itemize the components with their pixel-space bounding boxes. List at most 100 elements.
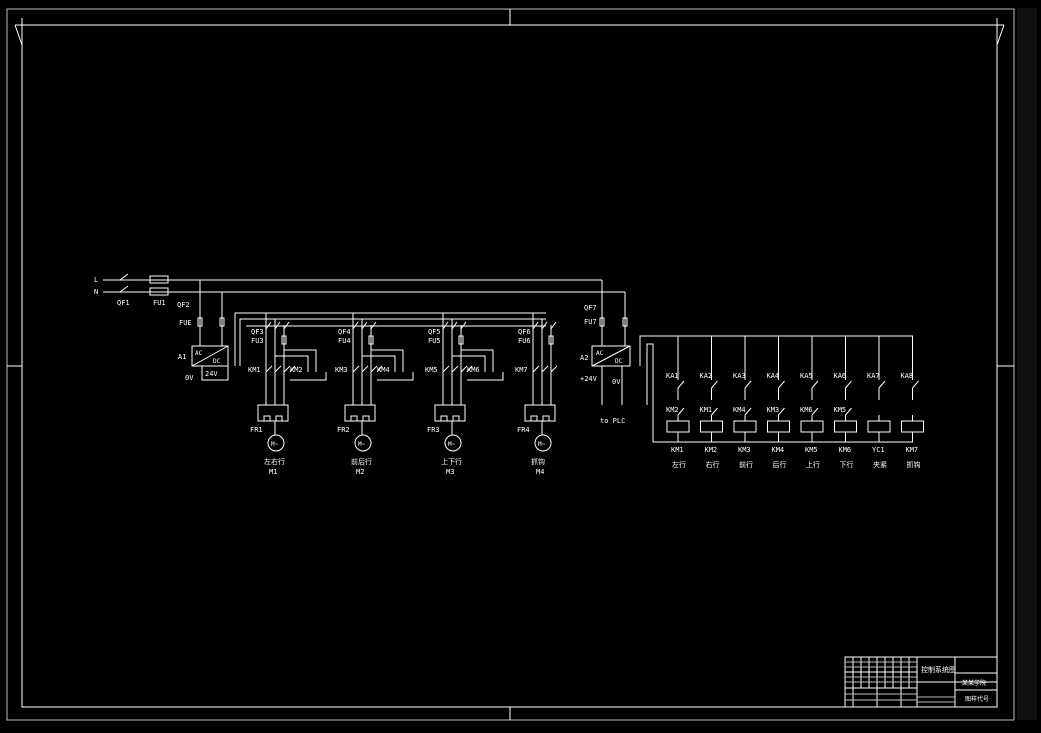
- motor-circle: [267, 434, 285, 452]
- relay-coil: [666, 420, 690, 433]
- label-caption: 前行: [739, 460, 753, 469]
- label-contact: KA7: [867, 372, 880, 380]
- motor-name: M4: [536, 468, 544, 476]
- fuse-element: [281, 335, 287, 345]
- psu-a1-out: [201, 365, 229, 381]
- relay-contact: [778, 380, 785, 389]
- title-block-school: 某某学院: [962, 679, 986, 687]
- contactor-contact: [550, 365, 558, 373]
- thermal-relay-element: [530, 415, 550, 421]
- bus-2: [239, 318, 546, 366]
- label-coil: KM3: [738, 446, 751, 454]
- reverse-wire: [284, 349, 317, 372]
- psu-a1-24v: 24V: [205, 370, 218, 378]
- inner-frame: [21, 24, 998, 708]
- label-caption: 左行: [672, 460, 686, 469]
- fuse-fu1-n: [149, 287, 169, 296]
- contactor-contact: [442, 365, 450, 373]
- contactor-contact: [541, 365, 549, 373]
- title-block: [844, 656, 998, 708]
- motor-branches: KM2QF3FU3KM1FR1M~左右行M1KM4QF4FU4KM3FR2M~前…: [248, 313, 558, 476]
- motor-caption: 左右行: [264, 457, 285, 466]
- breaker-contact: [550, 321, 557, 330]
- relay-coil: [834, 420, 857, 433]
- label-qf1: QF1: [117, 299, 130, 307]
- motor-caption: 上下行: [441, 457, 462, 466]
- relay-coil: [800, 420, 824, 433]
- interlock-contact: [811, 407, 819, 416]
- vertical-scrollbar-track[interactable]: [1017, 8, 1037, 720]
- motor-name: M3: [446, 468, 454, 476]
- psu-a1-dc: DC: [213, 358, 221, 365]
- breaker-contact: [283, 321, 290, 330]
- reverse-wire: [371, 349, 404, 372]
- orientation-mark-tr: [996, 18, 1004, 26]
- fuse-element: [548, 335, 554, 345]
- motor-circle: [534, 434, 552, 452]
- contactor-contact: [460, 365, 468, 373]
- breaker-contact: [265, 321, 272, 330]
- label-fuse: FU5: [428, 337, 441, 345]
- label-fuse: FU4: [338, 337, 351, 345]
- relay-columns: KM2KA1KM1左行KM1KA2KM2右行KM4KA3KM3前行KM3KA4K…: [666, 336, 924, 469]
- relay-contact: [677, 380, 685, 389]
- label-caption: 下行: [840, 460, 854, 469]
- reverse-wire: [362, 355, 396, 372]
- motor-symbol: M~: [448, 441, 456, 448]
- contactor-contact: [466, 365, 473, 373]
- motor-caption: 前后行: [351, 457, 372, 466]
- motor-caption: 抓钩: [531, 457, 545, 466]
- motor-name: M1: [269, 468, 277, 476]
- outer-frame: [6, 8, 1015, 721]
- breaker-contact: [361, 321, 368, 330]
- label-k2: KM6: [467, 366, 480, 374]
- relay-coil: [901, 420, 924, 433]
- reverse-wire: [461, 349, 494, 372]
- psu-a1-ac: AC: [195, 350, 203, 357]
- relay-contact: [711, 380, 718, 389]
- thermal-relay: [344, 404, 376, 422]
- breaker-contact: [541, 321, 548, 330]
- label-contact: KA2: [700, 372, 713, 380]
- contactor-contact: [283, 365, 291, 373]
- ctrl-rail-bottom: [646, 343, 913, 443]
- breaker-contact: [352, 321, 359, 330]
- label-qf7: QF7: [584, 304, 597, 312]
- motor-circle: [444, 434, 462, 452]
- relay-coil: [867, 420, 891, 433]
- label-caption: 夹紧: [873, 460, 887, 469]
- breaker-contact: [370, 321, 377, 330]
- label-breaker: QF4: [338, 328, 351, 336]
- label-caption: 右行: [706, 460, 720, 469]
- reverse-wire: [452, 355, 486, 372]
- label-interlock: KM6: [800, 406, 813, 414]
- label-contact: KA4: [767, 372, 780, 380]
- contactor-contact: [265, 365, 273, 373]
- label-coil: YC1: [872, 446, 885, 454]
- thermal-relay-element: [350, 415, 370, 421]
- supply-label-n: N: [94, 288, 98, 296]
- label-coil: KM1: [671, 446, 684, 454]
- orientation-mark-tl2: [14, 24, 23, 46]
- relay-contact: [912, 380, 919, 389]
- label-k1: KM3: [335, 366, 348, 374]
- thermal-relay: [434, 404, 466, 422]
- label-interlock: KM2: [666, 406, 679, 414]
- motor-symbol: M~: [538, 441, 546, 448]
- reverse-wire: [275, 355, 309, 372]
- label-breaker: QF3: [251, 328, 264, 336]
- relay-coil: [767, 420, 790, 433]
- thermal-relay: [257, 404, 289, 422]
- contactor-contact: [451, 365, 459, 373]
